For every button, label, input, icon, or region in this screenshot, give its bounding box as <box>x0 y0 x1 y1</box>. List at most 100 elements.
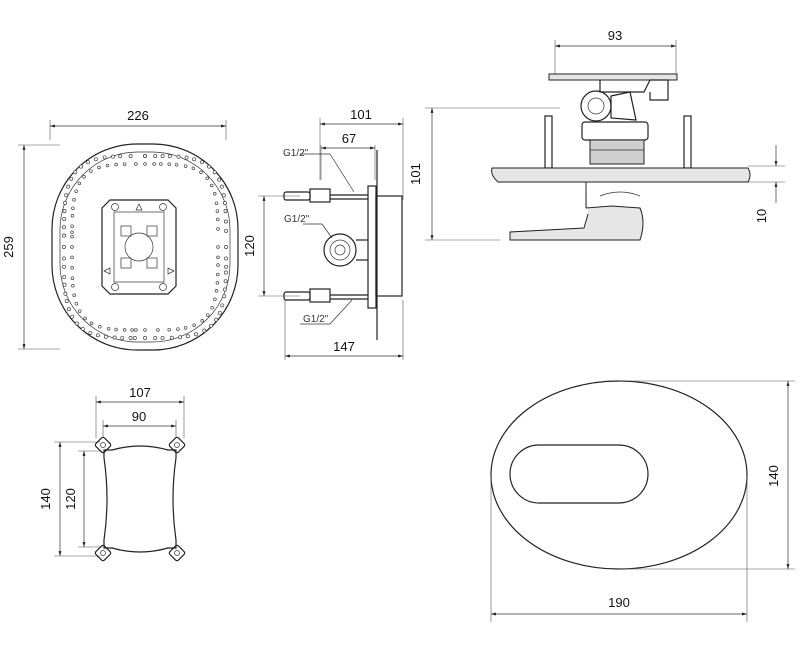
plate-hole <box>167 327 171 332</box>
plate-hole <box>176 327 180 331</box>
plate-hole <box>71 284 75 288</box>
plate-hole <box>62 256 66 261</box>
plate-hole <box>70 234 74 239</box>
plate-inner-rim <box>59 151 231 343</box>
plate-hole <box>77 181 82 186</box>
plate-hole <box>192 157 197 162</box>
plate-hole <box>221 193 226 198</box>
plate-hole <box>215 281 220 285</box>
plate-hole <box>178 335 183 340</box>
valve-cartridge <box>581 121 649 141</box>
valve-nut <box>580 90 612 122</box>
plate-hole <box>98 325 102 329</box>
valve-top-flange <box>548 73 678 81</box>
plate-hole <box>160 154 165 159</box>
plate-height-label: 259 <box>1 236 16 258</box>
plate-hole <box>183 164 188 168</box>
valve-body <box>589 139 645 165</box>
plate-hole <box>216 255 220 260</box>
side-outlet-circle <box>323 233 357 267</box>
plate-hole <box>118 154 123 159</box>
plate-hole <box>223 270 228 275</box>
plate-outline <box>51 143 239 351</box>
plate-hole <box>70 255 74 260</box>
screw-icon <box>100 442 106 448</box>
plate-hole <box>194 332 198 337</box>
plate-hole <box>220 303 225 308</box>
screw-icon <box>174 442 180 448</box>
plate-hole <box>63 291 68 296</box>
plate-hole <box>93 157 98 162</box>
plate-hole <box>72 293 76 298</box>
plate-hole <box>183 326 188 330</box>
screw-icon <box>159 203 167 211</box>
screw-icon <box>174 550 180 556</box>
plate-hole <box>122 328 127 332</box>
arrow-up-icon <box>135 203 143 211</box>
plate-hole <box>130 328 134 332</box>
plate-hole <box>160 335 165 340</box>
box-inner-width-label: 90 <box>132 409 146 424</box>
plate-hole <box>200 160 204 165</box>
screw-icon <box>100 550 106 556</box>
arrow-right-icon <box>167 267 175 275</box>
plate-hole <box>62 225 66 230</box>
cover-lever-slot <box>509 444 649 504</box>
mounting-box-inner <box>113 211 165 283</box>
plate-hole <box>134 162 138 166</box>
plate-hole <box>216 263 220 267</box>
plate-hole <box>72 198 76 202</box>
valve-side-view: 93 101 10 <box>408 28 785 241</box>
plate-hole <box>70 230 74 235</box>
plate-hole <box>214 317 219 322</box>
plate-hole <box>89 169 93 173</box>
plate-hole <box>112 335 117 340</box>
plate-hole <box>71 206 75 210</box>
plate-hole <box>214 201 219 205</box>
plate-hole <box>176 154 181 159</box>
plate-hole <box>62 245 66 249</box>
plate-hole <box>102 155 107 160</box>
plate-hole <box>120 335 125 340</box>
cover-width-label: 190 <box>608 595 630 610</box>
plate-hole <box>62 233 66 238</box>
plate-hole <box>223 219 228 224</box>
plate-hole <box>216 272 220 277</box>
screw-icon <box>111 283 119 291</box>
valve-lever <box>509 182 644 241</box>
plate-hole <box>73 170 78 175</box>
plate-hole <box>64 193 69 198</box>
plate-hole <box>79 164 83 169</box>
side-depth-top-label: 101 <box>350 107 372 122</box>
plate-hole <box>224 245 228 249</box>
plate-hole <box>82 174 86 179</box>
plate-hole <box>70 276 75 280</box>
plate-hole <box>143 162 147 166</box>
mounting-box-outline <box>101 199 177 295</box>
cover-plate-outline <box>490 380 748 570</box>
plate-hole <box>128 336 133 340</box>
plate-hole <box>70 266 74 270</box>
plate-hole <box>143 336 147 340</box>
plate-hole <box>213 297 217 302</box>
plate-hole <box>206 313 210 317</box>
plate-hole <box>174 162 179 167</box>
valve-plate-thickness-label: 10 <box>754 209 769 223</box>
plate-hole <box>69 176 74 181</box>
plate-hole <box>222 294 227 299</box>
plate-hole <box>62 275 67 280</box>
side-height-label: 120 <box>242 235 257 257</box>
plate-hole <box>128 154 133 158</box>
plate-hole <box>184 155 189 160</box>
plate-hole <box>114 162 118 167</box>
plate-hole-ring <box>62 154 228 340</box>
plate-hole <box>215 209 220 213</box>
plate-hole <box>63 201 68 205</box>
plate-hole <box>77 309 82 314</box>
plate-hole <box>70 314 75 319</box>
box-outer-height-label: 140 <box>38 488 53 510</box>
side-depth-total-label: 147 <box>333 339 355 354</box>
plate-hole <box>122 162 127 166</box>
plate-hole <box>192 323 196 328</box>
